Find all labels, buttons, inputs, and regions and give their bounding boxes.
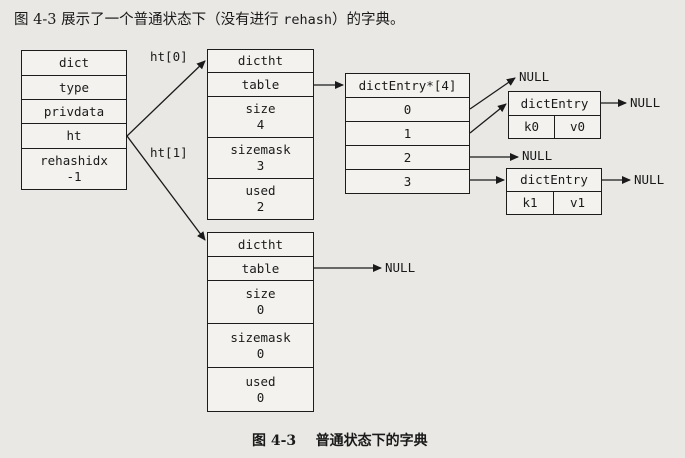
ht1-label: ht[1] [150,145,188,160]
entry-k1-title: dictEntry [506,168,602,192]
null-label-k1-next: NULL [634,172,665,187]
null-label-array-top: NULL [519,69,550,84]
dictht1-table: table [207,256,314,281]
ht0-label: ht[0] [150,49,188,64]
entry-array-slot-2: 2 [345,145,470,170]
dict-title: dict [21,50,127,76]
dict-field-ht: ht [21,123,127,149]
entry-k0-title: dictEntry [508,91,601,116]
dict-field-privdata: privdata [21,99,127,124]
null-label-dictht1-table: NULL [385,260,416,275]
entry-array-slot-1: 1 [345,121,470,146]
rehashidx-name: rehashidx [40,153,108,169]
figure-caption: 图 4-3 普通状态下的字典 [252,430,428,450]
null-label-slot-2: NULL [522,148,553,163]
intro-suffix: ）的字典。 [331,12,405,28]
dict-field-type: type [21,75,127,100]
entry-k1-key: k1 [506,191,554,215]
intro-prefix: 图 4-3 展示了一个普通状态下（没有进行 [14,12,284,28]
entry-k0-key: k0 [508,115,555,139]
arrow-ht0 [126,60,206,137]
caption-number: 图 4-3 [252,433,297,449]
null-label-k0-next: NULL [630,95,661,110]
dictht1-title: dictht [207,232,314,257]
intro-text: 图 4-3 展示了一个普通状态下（没有进行 rehash）的字典。 [14,8,404,29]
arrow-slot1-entry [469,103,507,134]
dict-field-rehashidx: rehashidx -1 [21,148,127,190]
entry-array-title: dictEntry*[4] [345,73,470,98]
rehashidx-value: -1 [66,169,82,184]
intro-code: rehash [283,12,332,28]
entry-array-slot-3: 3 [345,169,470,194]
dictht0-title: dictht [207,49,314,73]
arrow-slot0-null [469,77,516,110]
arrow-ht1 [126,135,206,241]
dictht0-table: table [207,72,314,97]
caption-title: 普通状态下的字典 [315,433,428,449]
entry-k0-value: v0 [554,115,601,139]
entry-k1-value: v1 [553,191,602,215]
